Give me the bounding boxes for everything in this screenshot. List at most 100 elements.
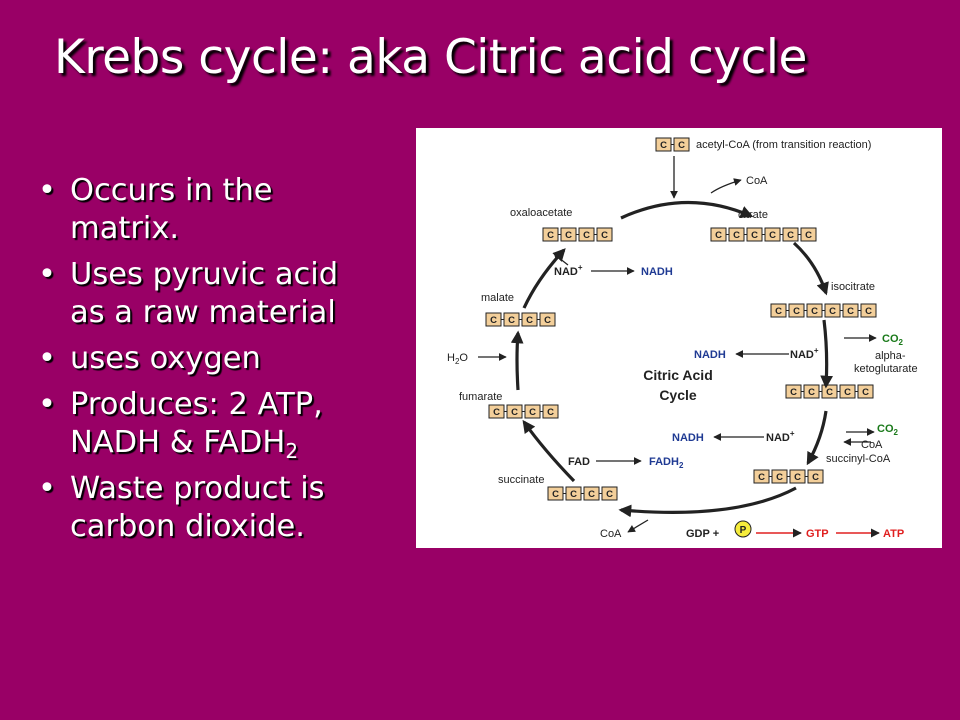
- carbon-letter: C: [758, 472, 765, 483]
- bullet-text: uses oxygen: [70, 341, 261, 376]
- succinyl-coa-label: succinyl-CoA: [826, 453, 891, 465]
- bullet-text: Uses pyruvic acid as a raw material: [70, 257, 339, 330]
- carbon-box: [673, 137, 690, 152]
- carbon-box: [539, 312, 556, 327]
- nad-label-left: NAD+: [554, 263, 583, 278]
- bullet-dot: •: [38, 257, 56, 292]
- bullet-item: • uses oxygen: [32, 340, 382, 378]
- oxaloacetate-label: oxaloacetate: [510, 207, 572, 219]
- center-label-line2: Cycle: [659, 387, 697, 403]
- carbon-letter: C: [787, 230, 794, 241]
- bullet-text: Occurs in the matrix.: [70, 173, 273, 246]
- center-label-line1: Citric Acid: [643, 367, 713, 383]
- carbon-letter: C: [793, 306, 800, 317]
- carbon-box: [800, 227, 817, 242]
- arc-oxaloacetate-to-citrate: [620, 200, 754, 220]
- slide-title: Krebs cycle: aka Citric acid cycle: [54, 30, 807, 85]
- nad-label-right2: NAD+: [766, 429, 795, 444]
- carbon-letter: C: [526, 315, 533, 326]
- nad-label-right1: NAD+: [790, 346, 819, 361]
- bullet-dot: •: [38, 471, 56, 506]
- carbon-letter: C: [790, 387, 797, 398]
- carbon-box: [857, 384, 874, 399]
- arc-succinate-to-fumarate: [522, 419, 576, 483]
- carbon-letter: C: [490, 315, 497, 326]
- co2-label-2: CO2: [877, 423, 899, 437]
- isocitrate-label: isocitrate: [831, 281, 875, 293]
- carbon-letter: C: [808, 387, 815, 398]
- arc-isocitrate-to-akg: [820, 319, 834, 389]
- alpha-kg-label-1: alpha-: [875, 350, 906, 362]
- co2-label-1: CO2: [882, 333, 904, 347]
- bullet-item: • Produces: 2 ATP, NADH & FADH2: [32, 386, 382, 462]
- arc-akg-to-succinylcoa: [806, 410, 828, 466]
- carbon-letter: C: [775, 306, 782, 317]
- bullet-dot: •: [38, 173, 56, 208]
- acetyl-coa-label: acetyl-CoA (from transition reaction): [696, 139, 871, 151]
- carbon-letter: C: [511, 407, 518, 418]
- carbon-letter: C: [829, 306, 836, 317]
- carbon-letter: C: [865, 306, 872, 317]
- carbon-letter: C: [547, 230, 554, 241]
- citrate-label: citrate: [738, 209, 768, 221]
- gdp-label: GDP +: [686, 528, 719, 540]
- nadh-label-left: NADH: [641, 266, 673, 278]
- carbon-letter: C: [776, 472, 783, 483]
- carbon-letter: C: [606, 489, 613, 500]
- bullet-text: Produces: 2 ATP, NADH & FADH: [70, 387, 323, 460]
- bullet-item: • Uses pyruvic acid as a raw material: [32, 256, 382, 332]
- carbon-letter: C: [847, 306, 854, 317]
- bullet-dot: •: [38, 387, 56, 422]
- carbon-letter: C: [529, 407, 536, 418]
- carbon-letter: C: [811, 306, 818, 317]
- carbon-letter: C: [715, 230, 722, 241]
- carbon-letter: C: [570, 489, 577, 500]
- coa-top-label: CoA: [746, 175, 768, 187]
- side-arrows: [478, 156, 877, 533]
- bullet-subscript: 2: [285, 439, 299, 463]
- phosphate-label: P: [740, 525, 747, 536]
- gtp-label: GTP: [806, 528, 829, 540]
- coa-right-label: CoA: [861, 439, 883, 451]
- h2o-label: H2O: [447, 352, 468, 366]
- bullet-item: •Waste product is carbon dioxide.: [32, 470, 382, 546]
- fadh2-label: FADH2: [649, 456, 684, 470]
- carbon-box: [596, 227, 613, 242]
- carbon-box: [860, 303, 877, 318]
- arrow-coa-out-top: [710, 178, 742, 194]
- bullet-item: • Occurs in the matrix.: [32, 172, 382, 248]
- carbon-letter: C: [812, 472, 819, 483]
- carbon-letter: C: [601, 230, 608, 241]
- arrow-coa-out-bottom: [627, 519, 649, 533]
- carbon-letter: C: [844, 387, 851, 398]
- carbon-letter: C: [552, 489, 559, 500]
- phosphate-icon: [734, 520, 752, 538]
- carbon-box: [601, 486, 618, 501]
- succinate-label: succinate: [498, 474, 544, 486]
- carbon-letter: C: [565, 230, 572, 241]
- carbon-letter: C: [508, 315, 515, 326]
- arc-malate-to-oxaloacetate: [522, 248, 566, 309]
- bullet-dot: •: [38, 341, 56, 376]
- fad-label: FAD: [568, 456, 590, 468]
- carbon-letter: C: [769, 230, 776, 241]
- carbon-letter: C: [588, 489, 595, 500]
- fumarate-label: fumarate: [459, 391, 502, 403]
- carbon-letter: C: [660, 140, 667, 151]
- atp-label: ATP: [883, 528, 904, 540]
- arrow-nad-up-left: [553, 252, 569, 266]
- cycle-arrows: [510, 200, 834, 518]
- arc-succinylcoa-to-succinate: [618, 486, 797, 518]
- malate-label: malate: [481, 292, 514, 304]
